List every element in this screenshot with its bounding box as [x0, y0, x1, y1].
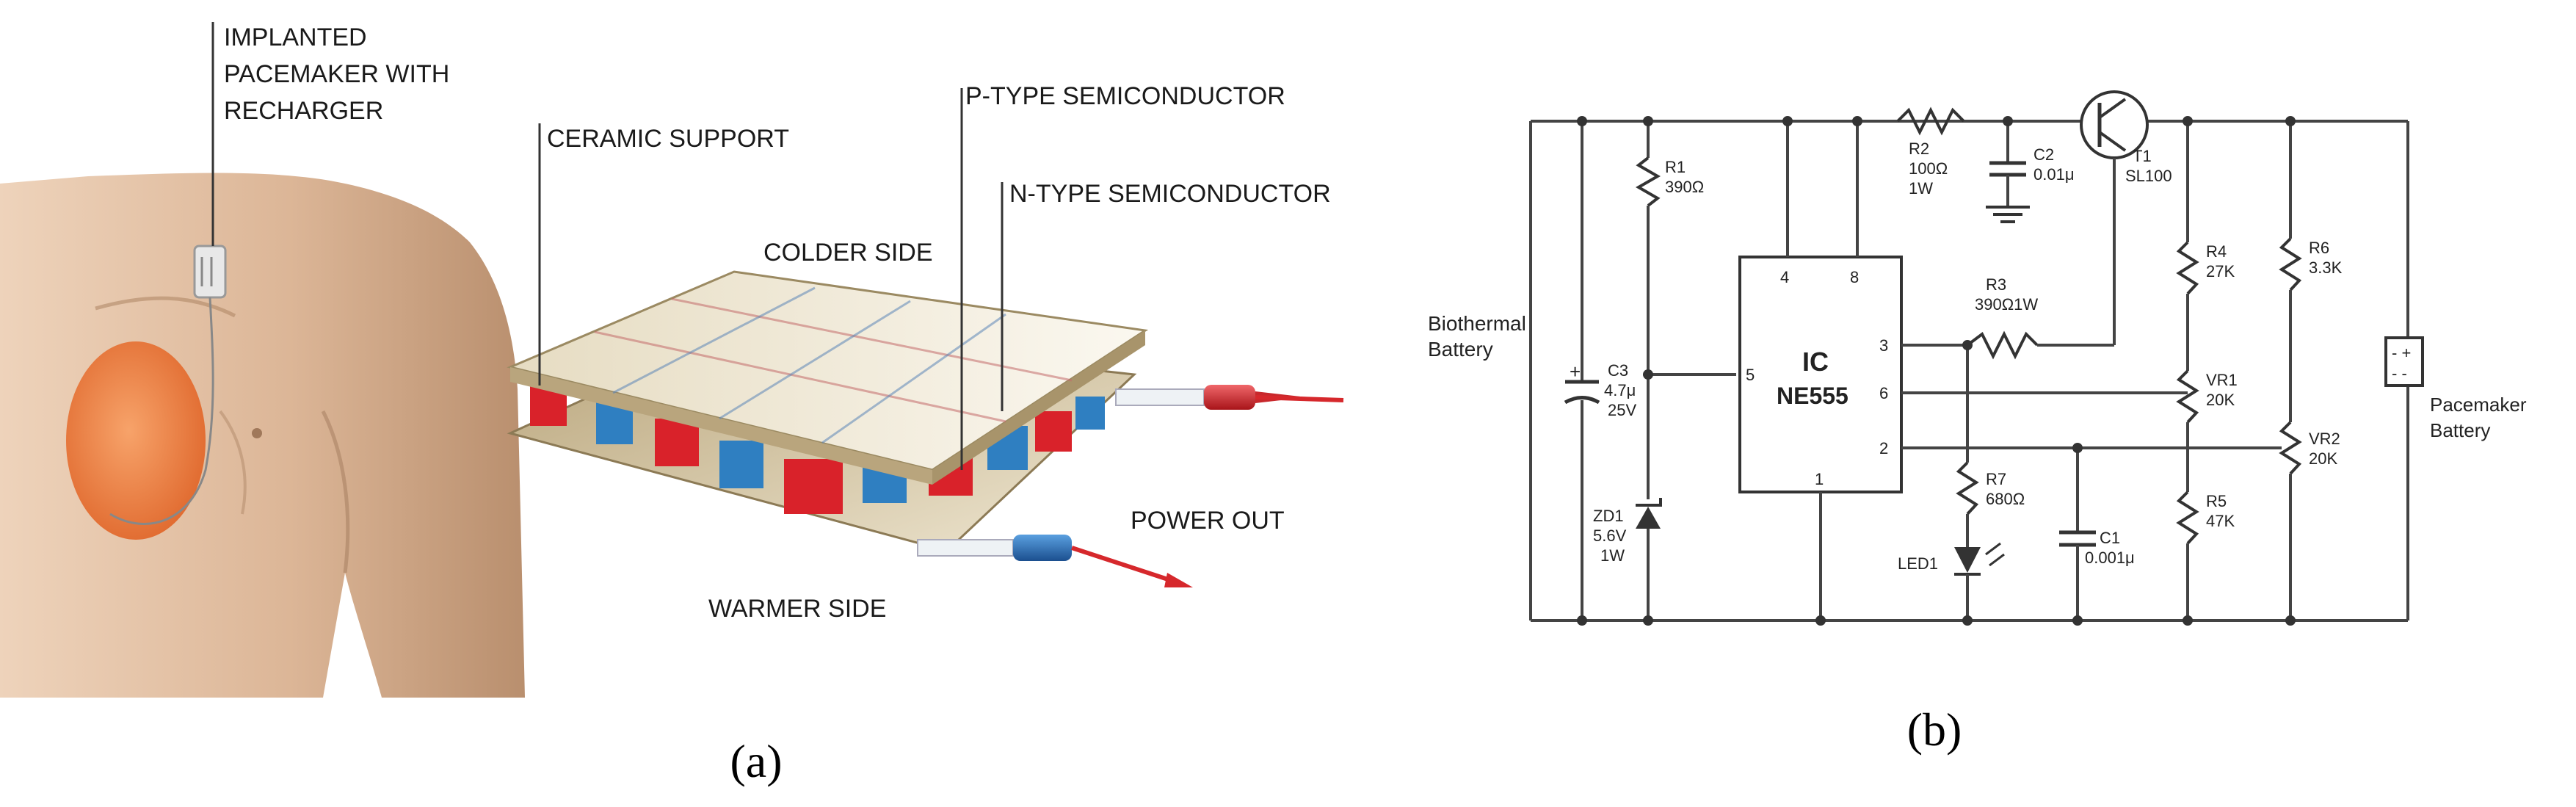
svg-text:+: + — [1570, 361, 1581, 383]
pacemaker-label-line2: PACEMAKER WITH — [224, 60, 449, 88]
r6-ref: R6 — [2309, 239, 2329, 257]
r1-value: 390Ω — [1665, 178, 1704, 196]
vr2-potentiometer — [2279, 421, 2302, 475]
ic-pin-4: 4 — [1780, 268, 1789, 286]
vr1-potentiometer — [2176, 369, 2199, 424]
led1-ref: LED1 — [1898, 554, 1938, 573]
r5-value: 47K — [2206, 512, 2235, 530]
ic-pin-5: 5 — [1746, 366, 1755, 384]
ic-pin-1: 1 — [1815, 470, 1824, 488]
r5-resistor — [2176, 491, 2199, 545]
zd1-zener — [1636, 507, 1661, 529]
biothermal-battery-label-2: Battery — [1428, 338, 1493, 361]
pacemaker-battery-label-1: Pacemaker — [2430, 394, 2527, 416]
panel-b: + — [1428, 90, 2527, 756]
pacemaker-battery-connector — [2384, 336, 2424, 387]
c3-value: 4.7μ — [1604, 381, 1636, 399]
biothermal-battery-label-1: Biothermal — [1428, 312, 1526, 335]
r6-value: 3.3K — [2309, 258, 2343, 277]
ic-part-label: NE555 — [1777, 383, 1848, 409]
vr2-value: 20K — [2309, 449, 2337, 468]
c3-ref: C3 — [1608, 361, 1628, 380]
r1-ref: R1 — [1665, 158, 1686, 176]
pacemaker-label-line3: RECHARGER — [224, 97, 383, 125]
t1-part: SL100 — [2125, 167, 2172, 185]
colder-side-label: COLDER SIDE — [763, 239, 933, 267]
pacemaker-battery-label-2: Battery — [2430, 419, 2490, 441]
r1-resistor — [1635, 156, 1661, 207]
r3-value: 390Ω1W — [1975, 295, 2038, 314]
heart-shape — [66, 341, 206, 540]
r5-ref: R5 — [2206, 492, 2227, 510]
panel-a: IMPLANTED PACEMAKER WITH RECHARGER — [0, 22, 1344, 787]
warmer-side-label: WARMER SIDE — [708, 595, 886, 623]
led1 — [1954, 547, 1981, 573]
r7-ref: R7 — [1986, 470, 2006, 488]
module-leader-lines — [538, 88, 1004, 470]
r2-value: 100Ω — [1909, 159, 1948, 178]
r4-ref: R4 — [2206, 242, 2227, 261]
n-type-leg — [1075, 397, 1105, 430]
ic-pin-2: 2 — [1879, 439, 1888, 457]
r2-resistor — [1896, 106, 1965, 136]
p-type-leg — [1035, 411, 1072, 452]
power-out-label: POWER OUT — [1131, 507, 1285, 535]
ic-label: IC — [1802, 347, 1829, 377]
panel-b-caption: (b) — [1907, 703, 1962, 756]
ic-ne555 — [1738, 256, 1903, 493]
r2-ref: R2 — [1909, 140, 1929, 158]
c2-ref: C2 — [2033, 145, 2054, 164]
t1-ref: T1 — [2133, 147, 2152, 165]
r3-resistor — [1966, 330, 2039, 360]
ic-pin-3: 3 — [1879, 336, 1888, 355]
svg-text:- +: - + — [2392, 344, 2411, 362]
zd1-ref: ZD1 — [1593, 507, 1624, 525]
vr1-ref: VR1 — [2206, 371, 2238, 389]
p-type-leg — [784, 459, 843, 514]
vr2-ref: VR2 — [2309, 430, 2340, 448]
c2-value: 0.01μ — [2033, 165, 2075, 184]
ic-pin-6: 6 — [1879, 384, 1888, 402]
ic-pin-8: 8 — [1850, 268, 1859, 286]
r2-rating: 1W — [1909, 179, 1933, 198]
ceramic-support-label: CERAMIC SUPPORT — [547, 125, 789, 153]
n-type-leg — [719, 441, 763, 488]
vr1-value: 20K — [2206, 391, 2235, 409]
p-type-label: P-TYPE SEMICONDUCTOR — [965, 82, 1285, 110]
pacemaker-device — [193, 245, 227, 299]
c1-ref: C1 — [2100, 529, 2120, 547]
r6-resistor — [2279, 237, 2302, 292]
p-type-leg — [655, 419, 699, 466]
r4-value: 27K — [2206, 262, 2235, 281]
zd1-value: 5.6V — [1593, 526, 1627, 545]
zd1-rating: 1W — [1600, 546, 1625, 565]
c1-value: 0.001μ — [2085, 549, 2135, 567]
svg-text:- -: - - — [2392, 364, 2407, 383]
n-type-label: N-TYPE SEMICONDUCTOR — [1009, 180, 1331, 208]
r4-resistor — [2176, 241, 2199, 295]
torso-illustration — [0, 173, 525, 698]
pacemaker-label-line1: IMPLANTED — [224, 23, 367, 51]
r3-ref: R3 — [1986, 275, 2006, 294]
thermoelectric-module — [507, 270, 1344, 587]
r7-resistor — [1956, 461, 1979, 515]
panel-a-caption: (a) — [730, 735, 782, 787]
c3-rating: 25V — [1608, 401, 1636, 419]
r7-value: 680Ω — [1986, 490, 2025, 508]
